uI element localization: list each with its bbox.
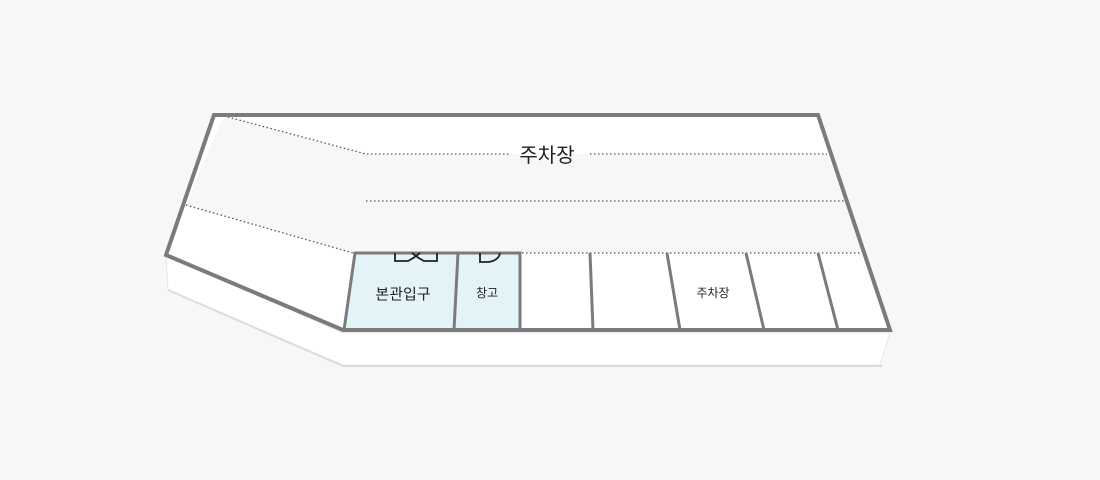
driveway-dotted-lines [185,115,862,254]
divider-parking-4 [816,252,840,331]
dotted-line-top [223,115,510,155]
room-label-storage: 창고 [476,286,498,300]
double-door-icon [394,252,438,262]
single-door-icon [479,252,501,263]
floor-outline [163,113,893,332]
divider-parking-2 [665,252,682,331]
room-storage[interactable] [454,253,520,330]
divider-parking-1 [588,252,595,331]
floor-base-edge-left [167,289,344,367]
divider-parking-3 [744,252,766,331]
driveway-area [186,116,865,253]
dotted-line-lower-left [185,204,354,254]
divider-entrance-storage [452,252,460,331]
room-main-entrance[interactable] [344,253,458,330]
parking-lot-title: 주차장 [519,143,574,167]
room-label-parking: 주차장 [696,286,729,300]
room-label-main-entrance: 본관입구 [375,285,430,303]
